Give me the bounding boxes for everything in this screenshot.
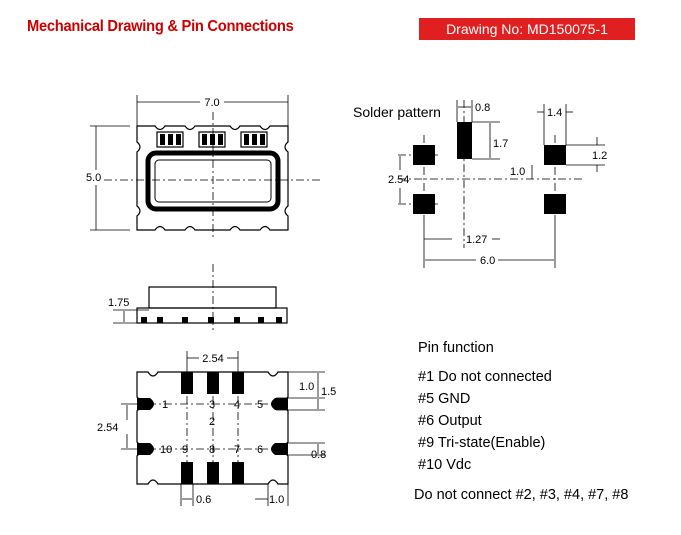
solder-dim-1-7: 1.7 [493,138,508,150]
pin-function-item: #5 GND [418,391,471,407]
pin-label-8: 8 [209,444,215,456]
bottom-pitch-top-label: 2.54 [202,353,223,365]
bottom-dim-1-5-label: 1.5 [321,386,336,398]
solder-dim-1-4: 1.4 [547,107,562,119]
pin-label-10: 10 [160,444,172,456]
pin-function-item: #9 Tri-state(Enable) [418,435,546,451]
bottom-dim-0-6-label: 0.6 [196,494,211,506]
solder-dim-1-2: 1.2 [592,150,607,162]
bottom-dim-1-0b-label: 1.0 [269,494,284,506]
page-title: Mechanical Drawing & Pin Connections [27,18,294,35]
bottom-pitch-left-label: 2.54 [97,422,118,434]
pin-function-item: #1 Do not connected [418,369,552,385]
pin-label-2: 2 [209,416,215,428]
solder-pattern-title: Solder pattern [353,104,441,120]
side-height-label: 1.75 [108,297,129,309]
solder-dim-0-8: 0.8 [475,102,490,114]
pin-function-item: #6 Output [418,413,482,429]
pin-label-7: 7 [234,444,240,456]
pin-function-heading: Pin function [418,340,494,356]
pin-label-6: 6 [257,444,263,456]
pin-label-9: 9 [182,444,188,456]
drawing-number-badge: Drawing No: MD150075-1 [419,18,635,40]
solder-pattern: Solder pattern 0.8 1.4 [353,100,607,268]
bottom-dim-0-8-label: 0.8 [311,449,326,461]
top-view: 7.0 5.0 [86,95,323,240]
pin-label-4: 4 [234,399,240,411]
pin-label-1: 1 [162,399,168,411]
top-height-label: 5.0 [86,172,101,184]
side-view: 1.75 [108,264,288,330]
pin-label-5: 5 [257,399,263,411]
bottom-view: 2.54 1 2 3 4 [97,351,336,506]
solder-dim-1-27: 1.27 [466,234,487,246]
pin-function-item: #10 Vdc [418,457,472,473]
pin-function-panel: Pin function #1 Do not connected #5 GND … [418,340,552,476]
pin-label-3: 3 [209,399,215,411]
do-not-connect-note: Do not connect #2, #3, #4, #7, #8 [414,487,629,503]
solder-dim-2-54: 2.54 [388,174,409,186]
solder-dim-6-0: 6.0 [480,255,495,267]
bottom-dim-1-0-label: 1.0 [299,381,314,393]
solder-dim-1-0: 1.0 [510,166,525,178]
top-width-label: 7.0 [204,97,219,109]
